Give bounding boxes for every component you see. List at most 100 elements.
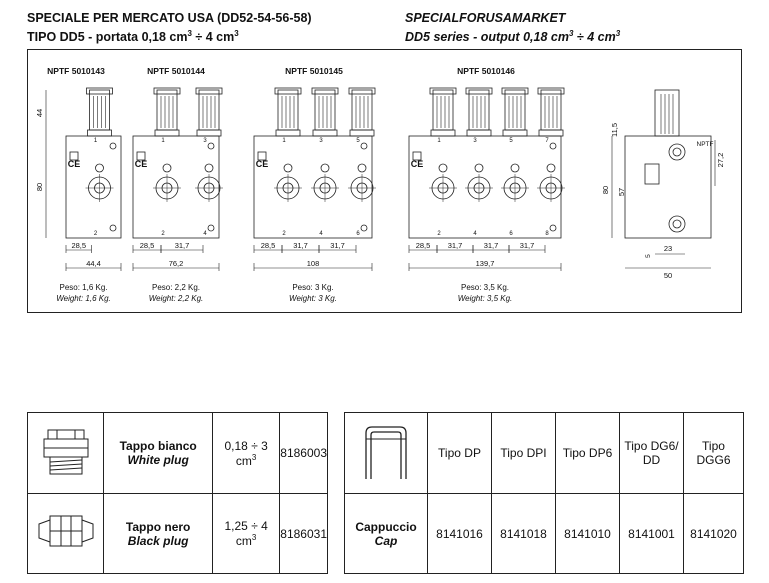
dimension-label: 108	[307, 259, 320, 268]
plug-code-cell: 8186031	[279, 493, 328, 574]
cylinder-cap	[86, 87, 113, 95]
block-code-label: NPTF 5010143	[47, 66, 105, 76]
dimension-label: 31,7	[175, 241, 190, 250]
dimension-label: 31,7	[293, 241, 308, 250]
cylinder-cap	[274, 87, 302, 95]
cylinder-base	[349, 129, 375, 137]
cylinder-cap	[501, 87, 529, 95]
block-code-label: NPTF 5010144	[147, 66, 205, 76]
italian-header: SPECIALE PER MERCATO USA (DD52-54-56-58)…	[27, 10, 312, 45]
dimension-label: 57	[617, 188, 626, 196]
side-port-inner	[672, 219, 682, 229]
dimension-label: 31,7	[448, 241, 463, 250]
cap-name-cell: Cappuccio Cap	[344, 493, 428, 574]
ce-mark-icon: CE	[411, 159, 424, 169]
side-port-icon	[668, 143, 686, 161]
brand-logo-icon	[412, 151, 422, 161]
weight-label-it: Peso: 3,5 Kg.	[461, 283, 509, 292]
divider-body	[132, 135, 220, 239]
cylinder-cap	[311, 87, 339, 95]
cap-type-cell: Tipo DG6/ DD	[619, 412, 684, 494]
plug-icon	[38, 515, 94, 547]
cylinder-base	[154, 129, 180, 137]
metering-cylinder	[277, 89, 299, 131]
outlet-number: 6	[509, 231, 513, 237]
cylinder-cap	[429, 87, 457, 95]
ce-mark-icon: CE	[256, 159, 269, 169]
outlet-number: 3	[473, 138, 477, 144]
plug-table: Tappo bianco White plug 0,18 ÷ 3 cm3 818…	[26, 412, 328, 574]
ce-mark-icon: CE	[135, 159, 148, 169]
dimension-label: 28,5	[71, 241, 86, 250]
cap-code-cell: 8141018	[491, 493, 556, 574]
cylinder-base	[538, 129, 564, 137]
outlet-number: 4	[473, 231, 477, 237]
mounting-hole	[109, 142, 117, 150]
weight-label-en: Weight: 2,2 Kg.	[149, 294, 204, 303]
cap-code-row: Cappuccio Cap 8141016 8141018 8141010 81…	[344, 493, 744, 574]
outlet-number: 3	[203, 138, 207, 144]
plug-range-cell: 1,25 ÷ 4 cm3	[212, 493, 281, 574]
adjust-screw-icon	[320, 163, 330, 173]
cap-code-cell: 8141016	[427, 493, 492, 574]
weight-label-en: Weight: 1,6 Kg.	[56, 294, 111, 303]
cap-table: Tipo DP Tipo DPI Tipo DP6 Tipo DG6/ DD T…	[344, 412, 744, 574]
mounting-hole	[549, 224, 557, 232]
adjust-screw-icon	[546, 163, 556, 173]
cylinder-cap	[537, 87, 565, 95]
plug-name-cell: Tappo bianco White plug	[103, 412, 214, 494]
outlet-number: 2	[94, 231, 98, 237]
dimension-label: 31,7	[520, 241, 535, 250]
metering-cylinder	[432, 89, 454, 131]
metering-cylinder	[540, 89, 562, 131]
block-code-label: NPTF 5010145	[285, 66, 343, 76]
dimension-label: 76,2	[169, 259, 184, 268]
dimension-label: 28,5	[261, 241, 276, 250]
adjust-screw-icon	[204, 163, 214, 173]
adjust-screw-icon	[357, 163, 367, 173]
ce-mark-icon: CE	[68, 159, 81, 169]
nptf-label: NPTF	[697, 141, 714, 148]
outlet-number: 1	[282, 138, 286, 144]
cap-type-cell: Tipo DP6	[555, 412, 620, 494]
cylinder-base	[466, 129, 492, 137]
dimension-label: 44	[35, 109, 44, 117]
mounting-hole	[207, 224, 215, 232]
side-fitting	[644, 163, 660, 185]
outlet-number: 4	[203, 231, 207, 237]
plug-image-cell	[26, 412, 105, 494]
cylinder-cap	[465, 87, 493, 95]
cap-image-cell	[344, 412, 428, 494]
outlet-number: 2	[282, 231, 286, 237]
metering-cylinder	[468, 89, 490, 131]
cylinder-base	[196, 129, 222, 137]
mounting-hole	[207, 142, 215, 150]
cylinder-cap	[153, 87, 181, 95]
metering-cylinder	[89, 89, 110, 131]
outlet-number: 2	[161, 231, 165, 237]
plug-code-cell: 8186003	[279, 412, 328, 494]
dimension-label: 23	[664, 244, 672, 253]
cap-icon	[365, 425, 407, 479]
plug-row-black: Tappo nero Black plug 1,25 ÷ 4 cm3 81860…	[26, 493, 328, 574]
dimension-label: 80	[601, 186, 610, 194]
cylinder-base	[312, 129, 338, 137]
cap-type-cell: Tipo DPI	[491, 412, 556, 494]
outlet-number: 5	[509, 138, 513, 144]
dimension-label: 28,5	[416, 241, 431, 250]
italian-subtitle: TIPO DD5 - portata 0,18 cm3 ÷ 4 cm3	[27, 29, 239, 45]
weight-label-it: Peso: 1,6 Kg.	[59, 283, 107, 292]
outlet-number: 5	[356, 138, 360, 144]
dimension-label: 31,7	[484, 241, 499, 250]
adjust-screw-icon	[162, 163, 172, 173]
english-header: SPECIALFORUSAMARKET DD5 series - output …	[405, 10, 620, 45]
side-port-icon	[668, 215, 686, 233]
mounting-hole	[360, 224, 368, 232]
cap-type-cell: Tipo DP	[427, 412, 492, 494]
outlet-number: 8	[545, 231, 549, 237]
dimension-label: 44,4	[86, 259, 101, 268]
outlet-number: 1	[94, 138, 98, 144]
dimension-label: 80	[35, 183, 44, 191]
dimension-label: 139,7	[476, 259, 495, 268]
